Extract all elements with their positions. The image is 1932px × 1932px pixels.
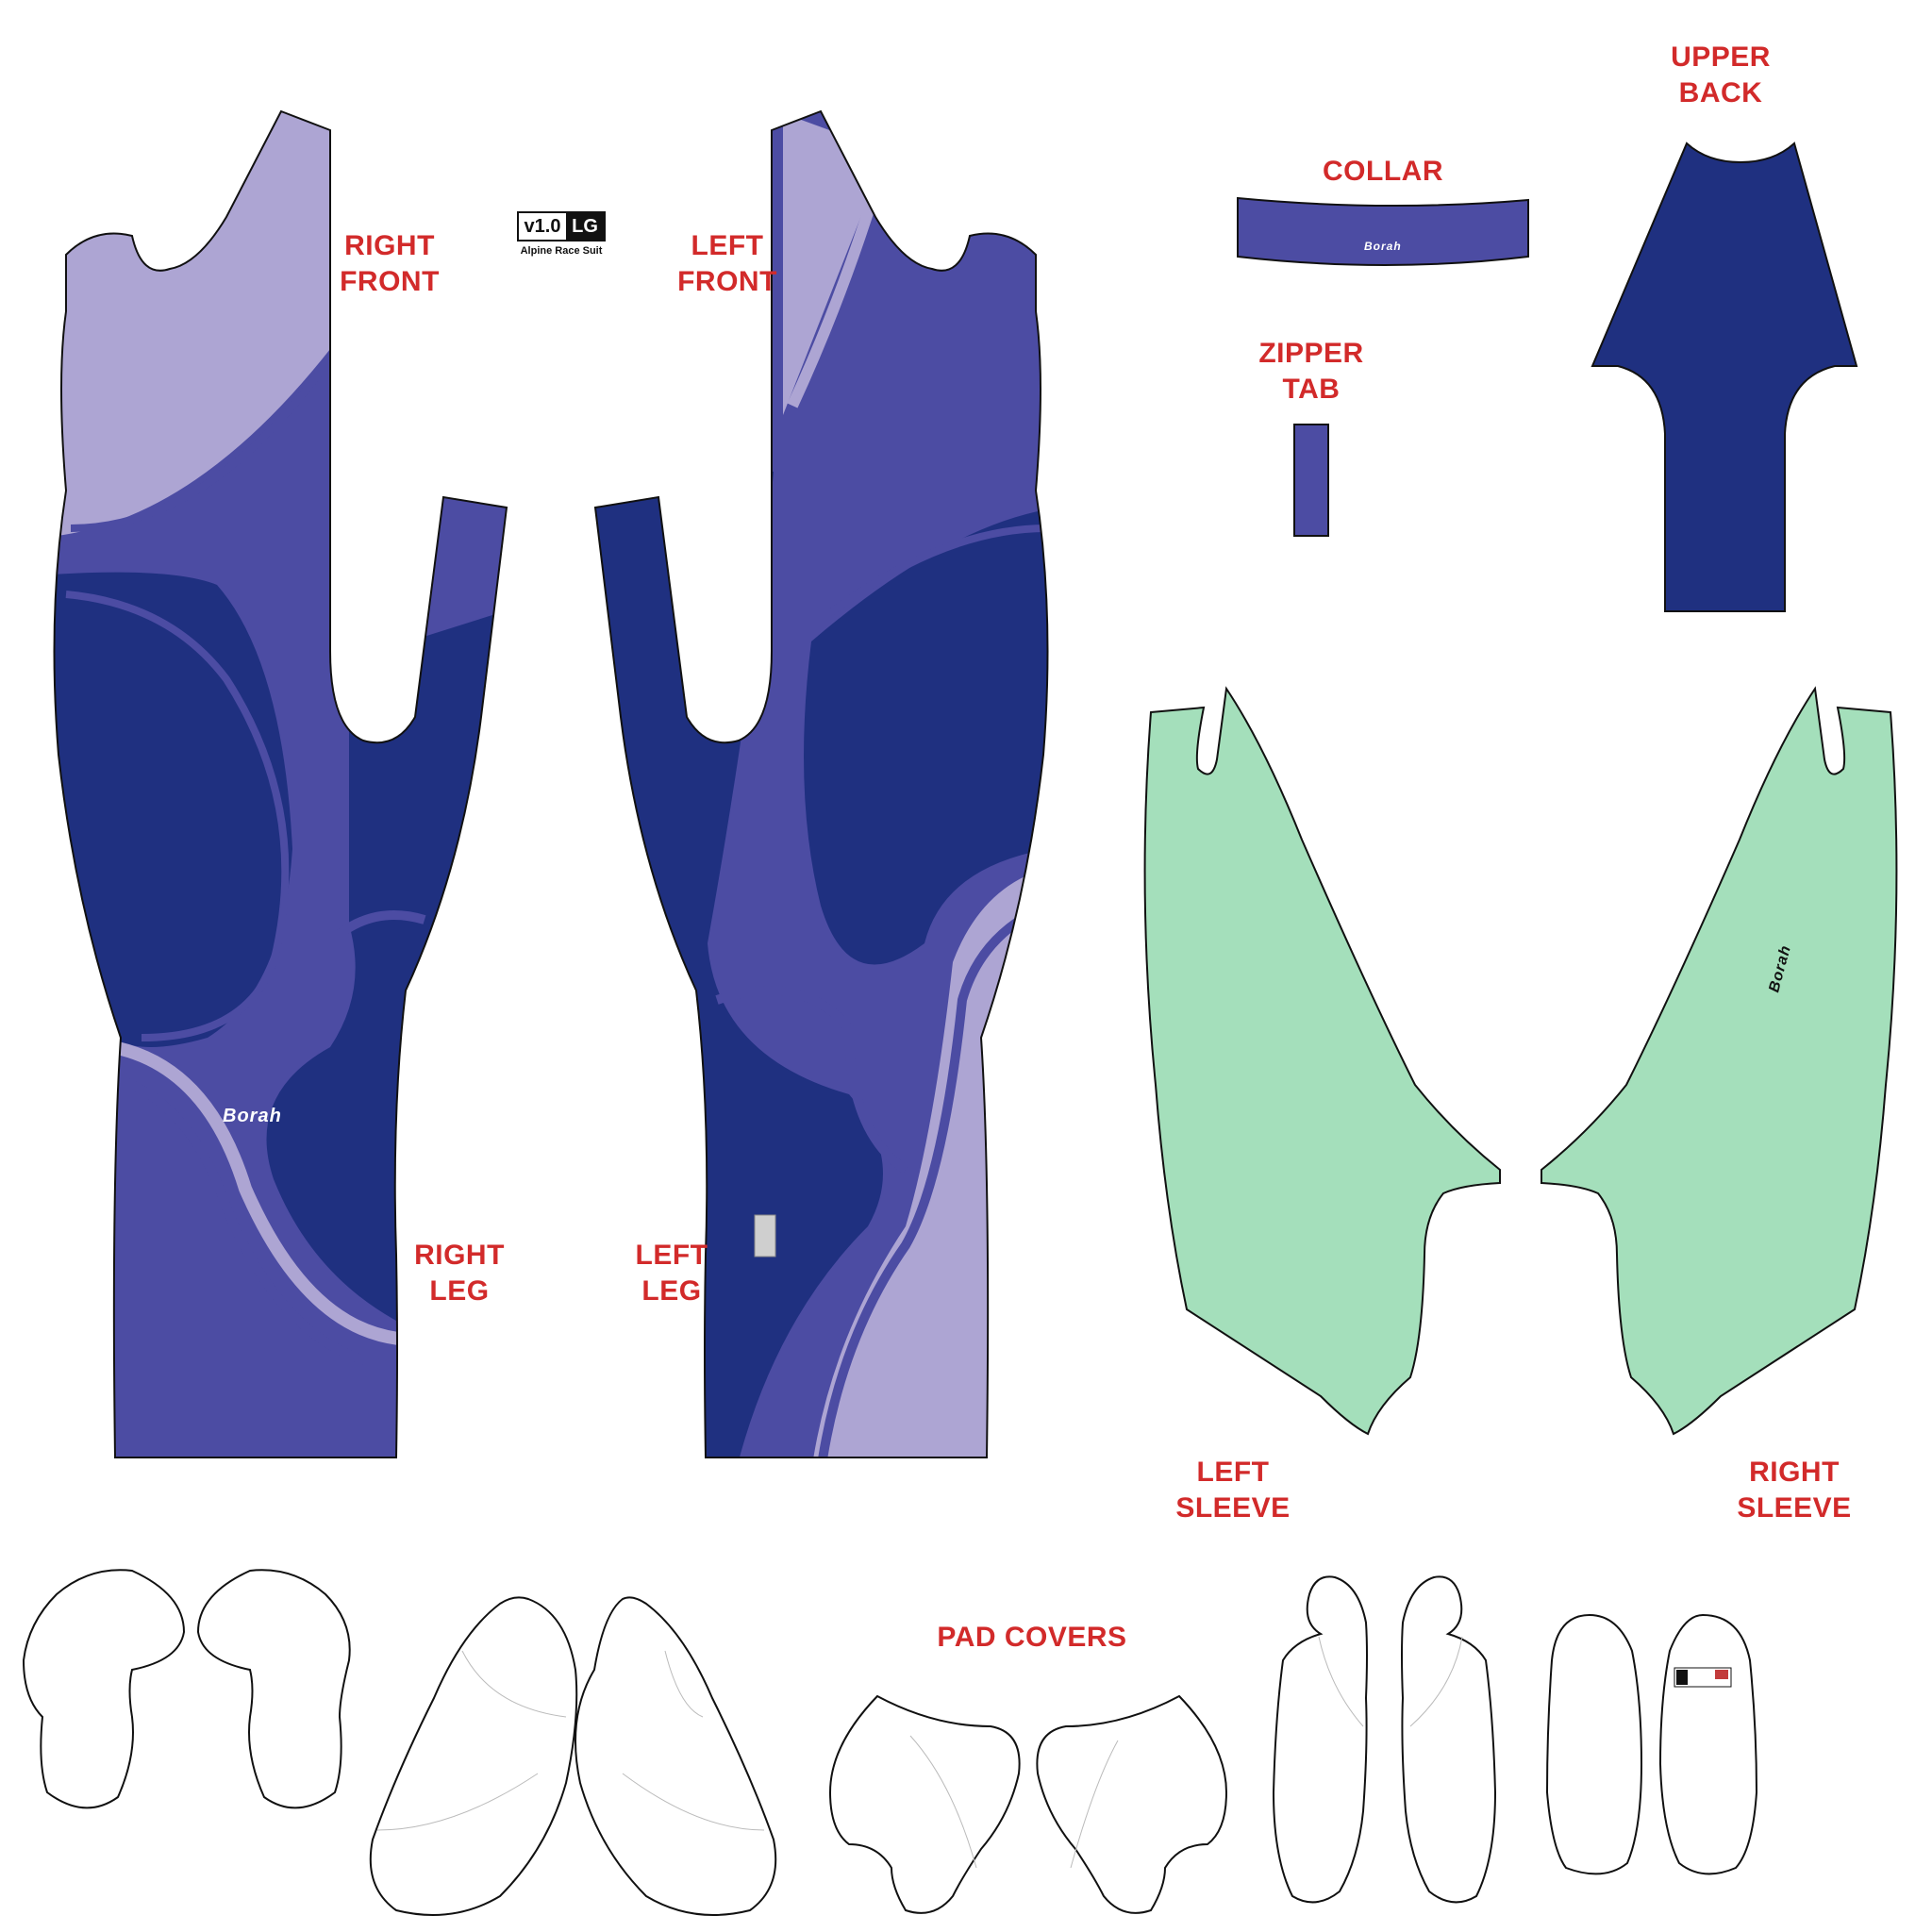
label-right-sleeve: RIGHT SLEEVE: [1737, 1457, 1852, 1524]
label-right-front: RIGHT FRONT: [340, 230, 440, 297]
version-number: v1.0: [519, 213, 566, 240]
upper-back-panel: [1591, 142, 1858, 612]
label-upper-back: UPPER BACK: [1671, 42, 1771, 108]
right-sleeve-panel: [1541, 686, 1898, 1436]
pad-cover-shape: [575, 1596, 777, 1916]
label-collar: COLLAR: [1323, 156, 1443, 187]
brand-logo-collar: Borah: [1364, 240, 1402, 253]
pad-cover-shape: [1036, 1694, 1228, 1914]
pad-cover-shape: [1401, 1575, 1497, 1904]
label-left-leg: LEFT LEG: [635, 1240, 708, 1307]
pad-cover-guides: [376, 1636, 1463, 1869]
pad-cover-shape: [196, 1569, 351, 1809]
label-left-sleeve: LEFT SLEEVE: [1175, 1457, 1291, 1524]
size-code: LG: [566, 213, 604, 240]
label-pad-covers: PAD COVERS: [937, 1622, 1127, 1653]
zipper-tab-panel: [1293, 424, 1329, 537]
left-sleeve-panel: [1143, 686, 1501, 1436]
label-zipper-tab: ZIPPER TAB: [1258, 338, 1364, 405]
version-badge: v1.0 LG: [517, 211, 606, 242]
pad-cover-shape: [369, 1596, 578, 1916]
pad-cover-shape: [1658, 1613, 1758, 1875]
product-name: Alpine Race Suit: [520, 245, 603, 257]
pad-cover-shape: [1272, 1575, 1368, 1904]
collar-panel: [1237, 196, 1529, 266]
brand-logo-right-leg: Borah: [223, 1106, 282, 1126]
pad-care-label: [1674, 1667, 1732, 1688]
care-label-patch: [754, 1214, 776, 1257]
pad-cover-shape: [828, 1694, 1021, 1914]
pad-cover-shape: [1545, 1613, 1643, 1875]
label-left-front: LEFT FRONT: [677, 230, 777, 297]
label-right-leg: RIGHT LEG: [414, 1240, 505, 1307]
pad-covers-group: [22, 1569, 1758, 1916]
pad-cover-shape: [22, 1569, 186, 1809]
